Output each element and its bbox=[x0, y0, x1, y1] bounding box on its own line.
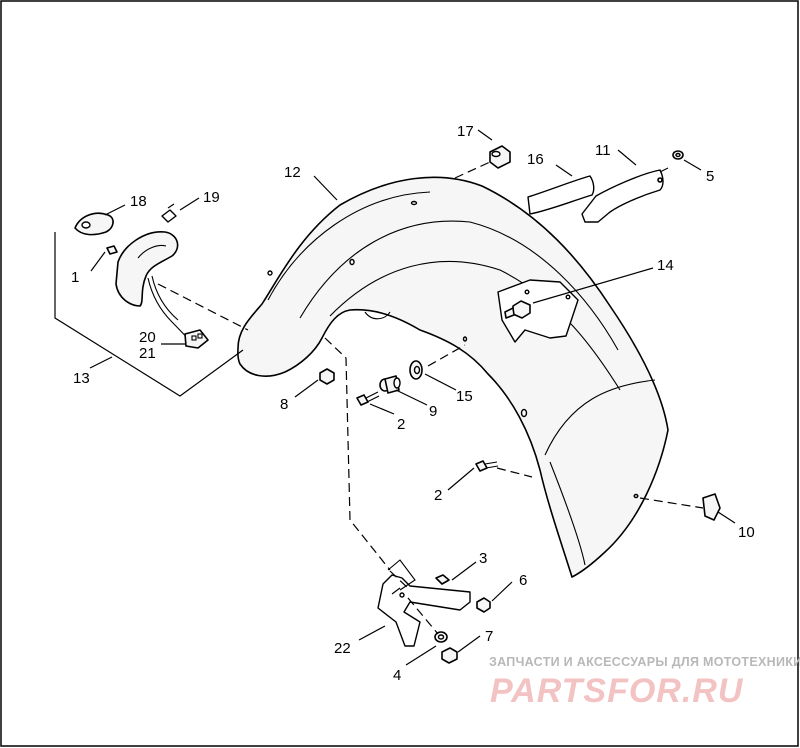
washer-4 bbox=[434, 631, 448, 643]
callout-11: 11 bbox=[595, 142, 611, 159]
callout-14: 14 bbox=[657, 257, 674, 274]
screw-3 bbox=[435, 574, 450, 585]
callout-2-upper: 2 bbox=[397, 416, 405, 433]
support-bracket bbox=[377, 559, 471, 647]
callout-1: 1 bbox=[71, 269, 79, 286]
washer-15 bbox=[409, 360, 423, 380]
callout-13: 13 bbox=[73, 370, 90, 387]
trim-strip bbox=[581, 167, 669, 223]
assembly-13-bracket bbox=[54, 232, 244, 397]
callout-22: 22 bbox=[334, 640, 351, 657]
nut-7 bbox=[441, 647, 458, 664]
rear-fender bbox=[237, 176, 669, 578]
clip-nut-10 bbox=[702, 493, 721, 521]
callout-8: 8 bbox=[280, 396, 288, 413]
callout-3: 3 bbox=[479, 550, 487, 567]
callout-9: 9 bbox=[429, 403, 437, 420]
callout-18: 18 bbox=[130, 193, 147, 210]
callout-16: 16 bbox=[527, 151, 544, 168]
callout-19: 19 bbox=[203, 189, 220, 206]
watermark: ЗАПЧАСТИ И АКСЕССУАРЫ ДЛЯ МОТОТЕХНИКИ PA… bbox=[489, 655, 800, 710]
callout-7: 7 bbox=[485, 628, 493, 645]
leader-lines bbox=[89, 129, 736, 666]
rubber-bumper bbox=[489, 145, 511, 169]
nut-5 bbox=[672, 150, 684, 160]
callout-21: 21 bbox=[139, 345, 156, 362]
callout-12: 12 bbox=[284, 164, 301, 181]
callout-15: 15 bbox=[456, 388, 473, 405]
callout-17: 17 bbox=[457, 123, 474, 140]
screw-2-lower bbox=[475, 460, 499, 472]
callout-10: 10 bbox=[738, 524, 755, 541]
screw-2-upper bbox=[356, 391, 380, 406]
watermark-brand: PARTSFOR.RU bbox=[490, 672, 744, 710]
nut-8 bbox=[319, 368, 335, 385]
mounting-bracket bbox=[497, 279, 579, 343]
watermark-tagline: ЗАПЧАСТИ И АКСЕССУАРЫ ДЛЯ МОТОТЕХНИКИ bbox=[489, 655, 800, 669]
spacer-9 bbox=[379, 375, 401, 394]
assembly-lines bbox=[157, 161, 704, 635]
callout-2-lower: 2 bbox=[434, 487, 442, 504]
callout-labels: 17 16 11 5 12 18 19 1 14 20 21 13 8 2 9 … bbox=[71, 123, 755, 684]
callout-6: 6 bbox=[519, 572, 527, 589]
nut-6 bbox=[476, 597, 491, 613]
callout-4: 4 bbox=[393, 667, 401, 684]
tail-lamp-assembly bbox=[74, 203, 209, 349]
fender-pad bbox=[527, 175, 595, 215]
callout-5: 5 bbox=[706, 168, 714, 185]
callout-20: 20 bbox=[139, 329, 156, 346]
